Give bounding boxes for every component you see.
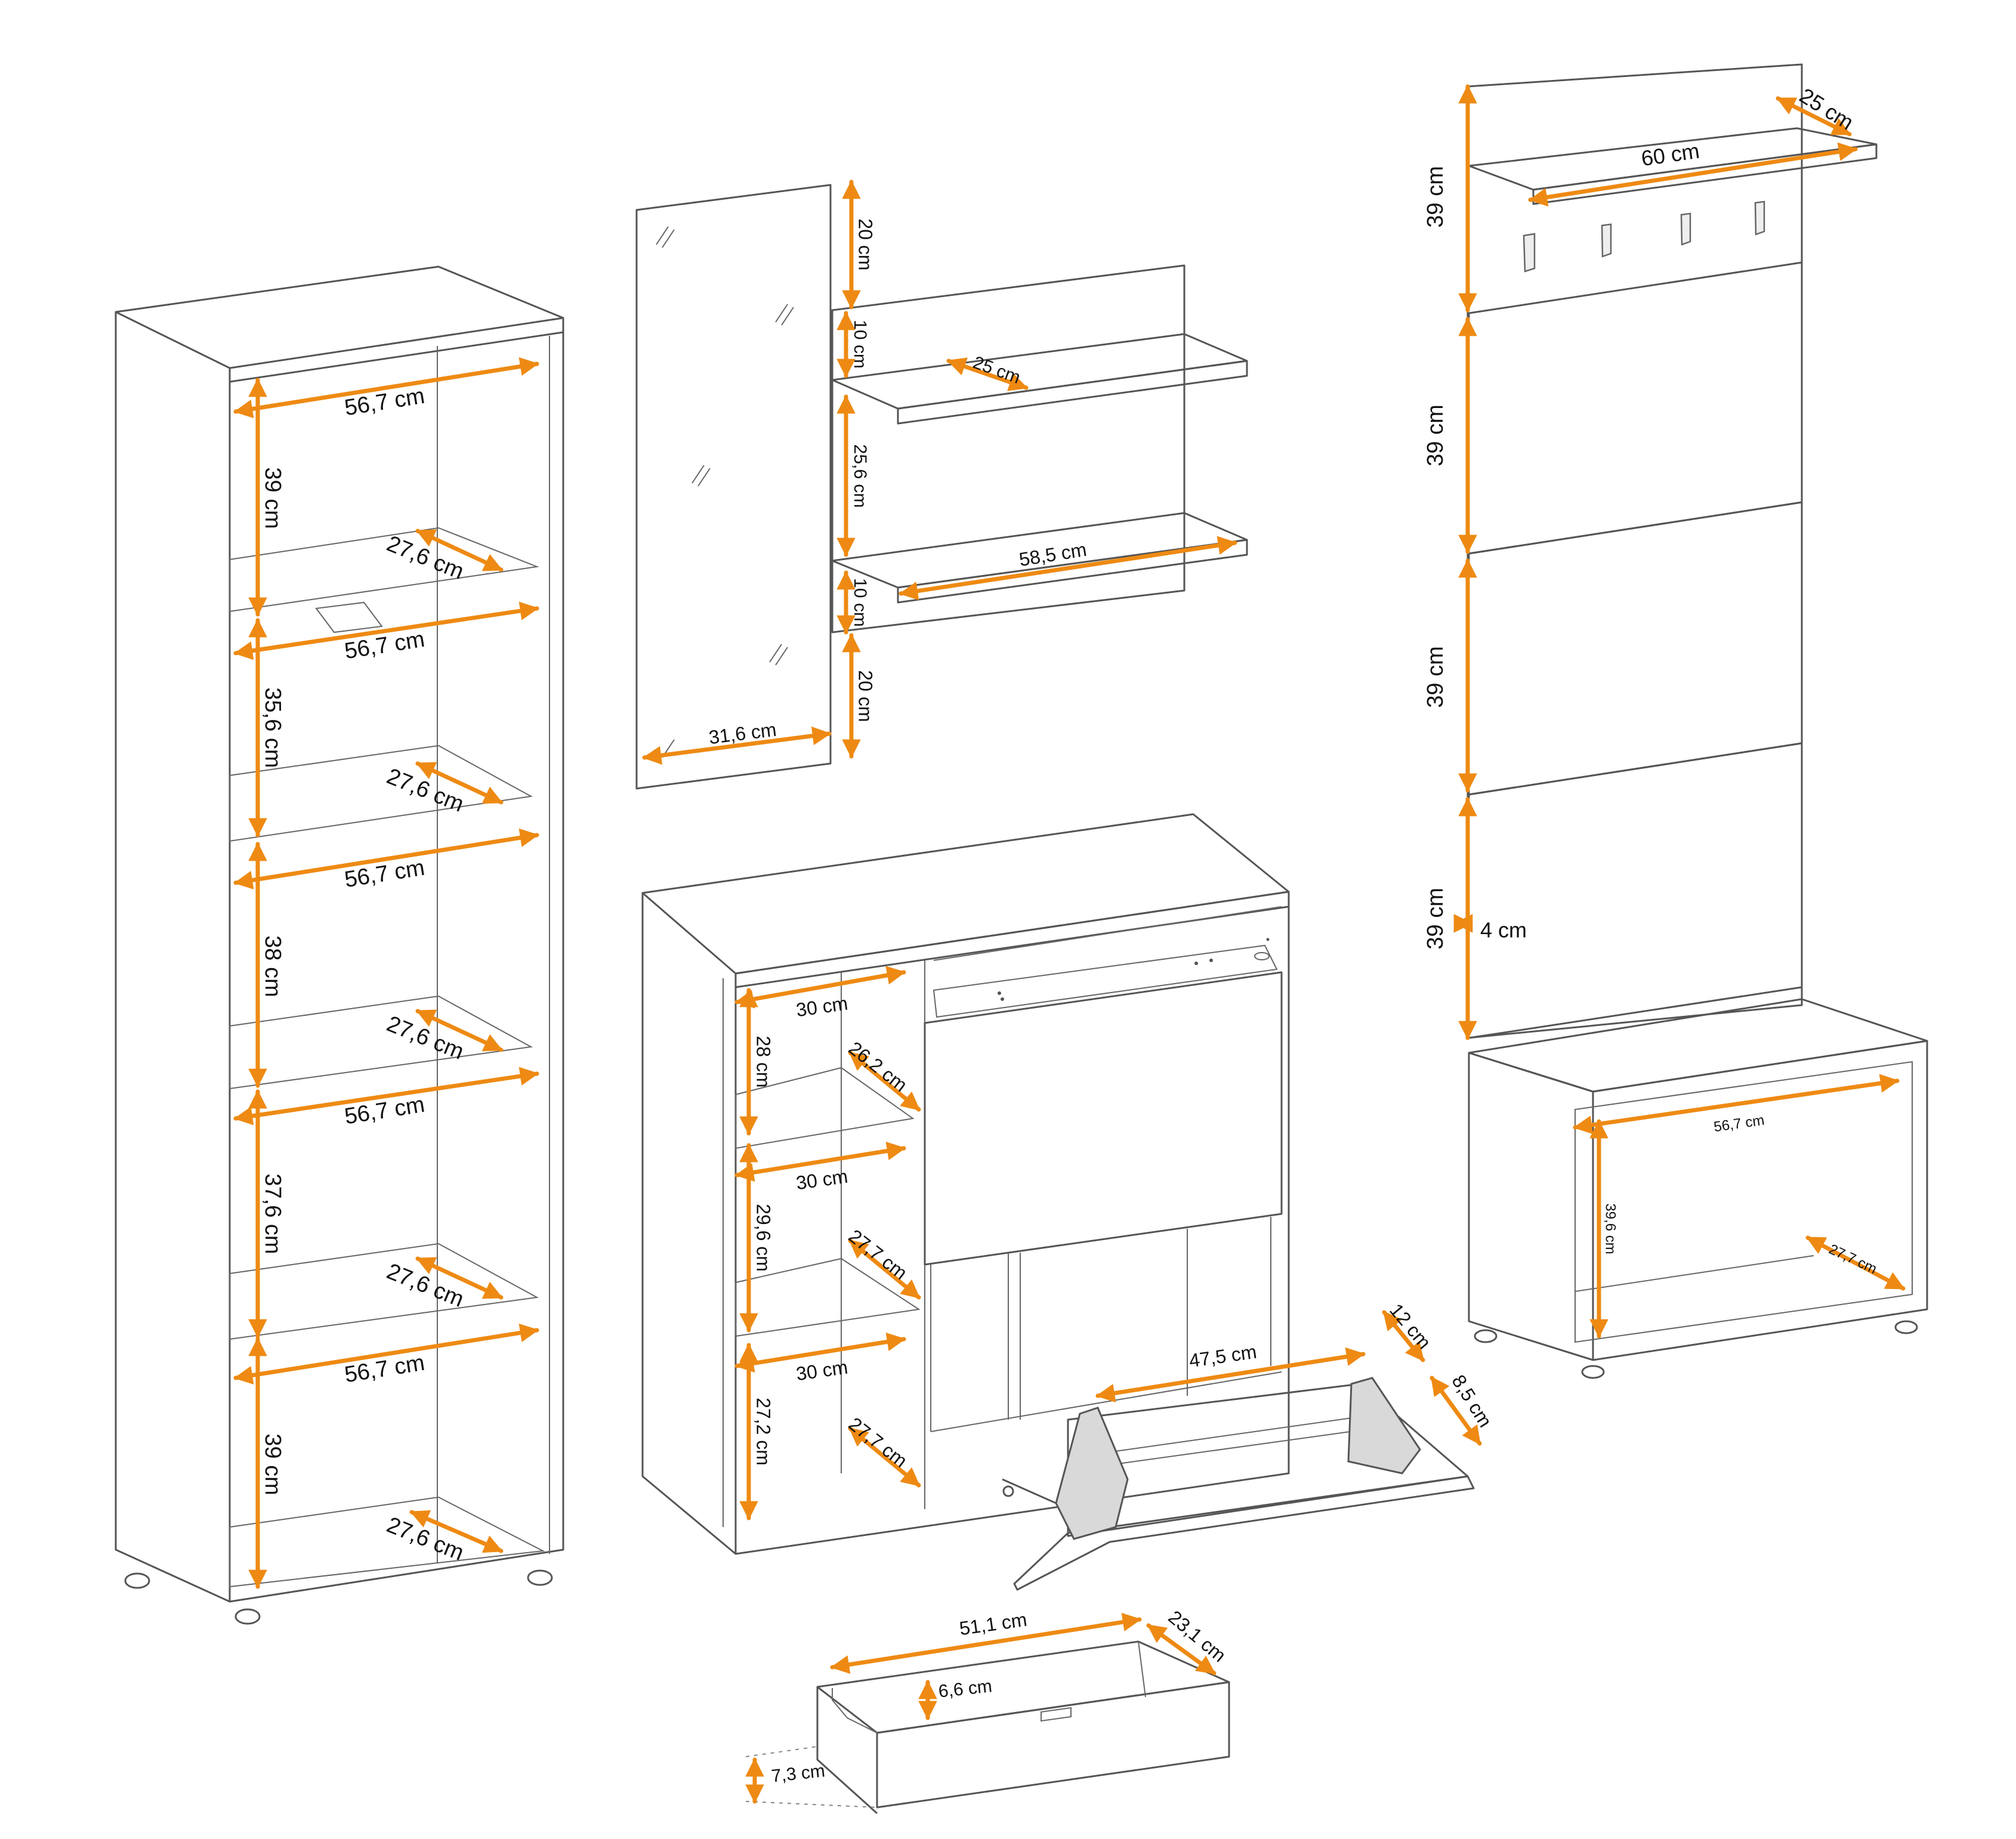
dimension-arrow [415,528,504,572]
dimension-label: 35,6 cm [260,687,285,768]
dimension-label: 20 cm [855,670,876,722]
dimension-arrow [734,966,906,1009]
coat-hooks [1523,200,1765,273]
dimension-label: 27,2 cm [753,1398,774,1466]
dimension-label: 25 cm [1795,83,1858,135]
dimension-arrow [1573,1074,1900,1135]
dimension-arrow [233,601,539,660]
dimension-label: 27,6 cm [383,764,467,817]
dimension-label: 6,6 cm [937,1676,993,1701]
dimension-label: 29,6 cm [753,1204,774,1272]
dimension-label: 56,7 cm [343,627,427,664]
dimension-label: 28 cm [753,1036,774,1087]
dimension-arrow [642,727,832,765]
dimension-arrow [1095,1347,1366,1403]
dimension-annotations: 56,7 cm 39 cm 27,6 cm 56,7 cm 35,6 cm 27,6 cm… [233,83,1906,1804]
dimension-label: 20 cm [855,218,876,270]
dimension-arrow [1430,1376,1482,1446]
dimension-arrow [233,1067,539,1126]
dimension-label: 27,6 cm [383,1011,467,1065]
dimension-arrow [848,1238,921,1300]
dimension-label: 39 cm [1423,646,1448,707]
dimension-label: 51,1 cm [958,1609,1029,1639]
dimension-arrow [734,1141,906,1182]
dimension-arrow [233,1323,539,1385]
dimension-arrow [830,1612,1142,1674]
drawer-drawing [745,1640,1230,1815]
dimension-label: 56,7 cm [343,855,427,893]
dimension-label: 37,6 cm [260,1173,285,1254]
dimension-label: 27,7 cm [845,1225,912,1284]
dimension-label: 39 cm [1423,888,1448,949]
dimension-label: 39,6 cm [1603,1203,1619,1254]
dimension-arrow [233,828,539,890]
dimension-arrow [1528,142,1858,207]
dimension-label: 56,7 cm [343,384,427,421]
bookcase-shelves [229,527,545,1588]
dimension-arrow [1146,1623,1217,1676]
dimension-label: 56,7 cm [343,1350,427,1388]
dimension-arrow [1805,1235,1906,1291]
dimension-label: 27,7 cm [1826,1241,1879,1278]
dimension-arrow [848,1050,921,1112]
dimension-label: 39 cm [1423,404,1448,466]
dimension-label: 27,7 cm [845,1413,912,1472]
dimension-label: 8,5 cm [1447,1371,1496,1431]
dimension-label: 10 cm [850,320,870,369]
dimension-label: 25,6 cm [850,444,870,508]
dimension-arrow [946,357,1029,391]
wall-shelf-drawing [831,264,1248,633]
dimension-label: 60 cm [1640,138,1701,171]
dimension-arrow [848,1426,921,1488]
dimension-label: 47,5 cm [1188,1341,1258,1371]
dimension-label: 56,7 cm [343,1092,427,1130]
dimension-label: 27,6 cm [383,1512,467,1566]
dimension-arrow [409,1510,504,1553]
dimension-arrow [1776,96,1852,137]
dimension-arrow [899,536,1237,601]
dimension-arrow [233,357,539,419]
shoe-cabinet-drawing [641,813,1475,1591]
bookcase-drawing [115,265,564,1625]
dimension-arrow [415,1256,504,1300]
dimension-label: 38 cm [260,935,285,997]
dimension-label: 10 cm [850,578,870,627]
dimension-label: 26,2 cm [845,1037,912,1096]
dimension-label: 39 cm [1423,166,1448,227]
dimension-arrow [415,1009,504,1052]
dimension-label: 39 cm [260,1433,285,1495]
mirror-drawing [635,184,832,790]
dimension-label: 4 cm [1480,918,1527,942]
dimension-label: 39 cm [260,467,285,528]
dimension-label: 7,3 cm [770,1761,826,1786]
dimension-label: 27,6 cm [383,1259,467,1312]
dimension-label: 56,7 cm [1713,1112,1765,1136]
dimension-arrow [415,761,504,805]
dimension-arrow [734,1332,906,1373]
hall-panel-drawing [1467,63,1928,1379]
dimension-arrow [1382,1310,1425,1362]
dimension-label: 27,6 cm [383,531,467,585]
